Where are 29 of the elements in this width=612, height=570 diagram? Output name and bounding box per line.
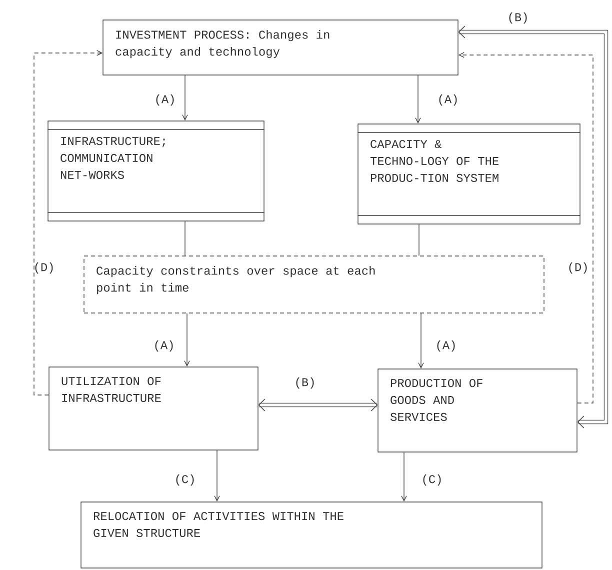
edge-label: (A) — [155, 340, 173, 352]
arrow — [184, 313, 190, 367]
edge-label: (A) — [437, 340, 455, 352]
arrow — [214, 450, 220, 502]
process-box: RELOCATION OF ACTIVITIES WITHIN THE GIVEN STRUCTURE — [80, 502, 542, 568]
edge-label: (D) — [35, 262, 53, 274]
banded-box: INFRASTRUCTURE; COMMUNICATION NET-WORKS — [47, 120, 265, 222]
edge-label: (A) — [156, 94, 174, 106]
process-box: PRODUCTION OF GOODS AND SERVICES — [378, 368, 578, 452]
process-box: INVESTMENT PROCESS: Changes in capacity and technology — [102, 20, 458, 76]
edge-label: (B) — [296, 377, 314, 389]
process-box: UTILIZATION OF INFRASTRUCTURE — [48, 366, 258, 450]
edge-label: (C) — [423, 474, 441, 486]
arrow — [182, 75, 188, 121]
dashed-arrow — [458, 52, 594, 404]
edge-label: (A) — [439, 94, 457, 106]
arrow — [418, 313, 424, 369]
dashed-box: Capacity constraints over space at each point in time — [84, 256, 544, 314]
connector-line — [418, 224, 420, 256]
edge-label: (D) — [569, 262, 587, 274]
connector-line — [184, 221, 186, 256]
edge-label: (C) — [176, 474, 194, 486]
double-arrow — [258, 398, 378, 412]
dashed-arrow — [34, 50, 103, 396]
edge-label: (B) — [509, 12, 527, 24]
banded-box: CAPACITY & TECHNO-LOGY OF THE PRODUC-TION SYSTEM — [357, 124, 581, 224]
arrow — [415, 75, 421, 124]
double-arrow — [458, 26, 608, 428]
arrow — [401, 452, 407, 502]
